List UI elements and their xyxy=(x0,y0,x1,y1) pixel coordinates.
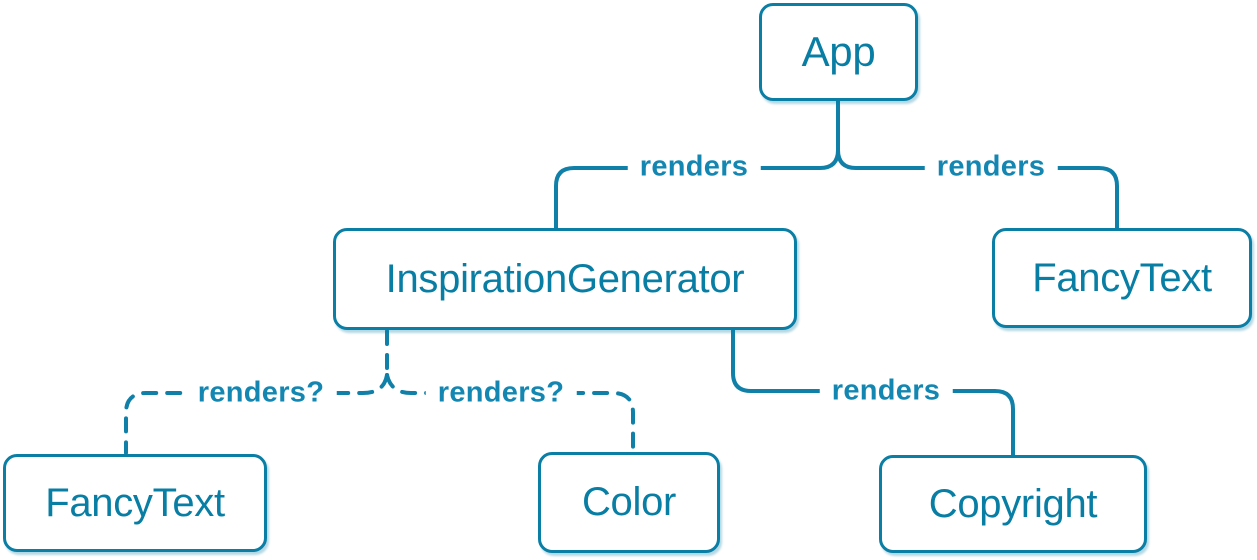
edge-label-app-inspirationgenerator: renders xyxy=(627,150,761,184)
node-fancytext-top: FancyText xyxy=(992,228,1252,328)
node-color-label: Color xyxy=(581,480,677,524)
node-copyright: Copyright xyxy=(879,455,1147,553)
node-copyright-label: Copyright xyxy=(928,481,1098,526)
edge-label-inspirationgenerator-color: renders? xyxy=(425,376,577,410)
node-app-label: App xyxy=(801,28,876,75)
edge-label-inspirationgenerator-copyright: renders xyxy=(819,374,953,408)
node-inspiration-generator: InspirationGenerator xyxy=(333,228,797,330)
node-app: App xyxy=(759,3,918,101)
edge-label-app-fancytext: renders xyxy=(924,150,1058,184)
node-color: Color xyxy=(538,452,720,553)
edge-label-inspirationgenerator-fancytext: renders? xyxy=(185,376,337,410)
node-fancytext-bottom-label: FancyText xyxy=(45,480,225,525)
node-inspiration-generator-label: InspirationGenerator xyxy=(385,256,745,301)
node-fancytext-top-label: FancyText xyxy=(1032,255,1212,300)
node-fancytext-bottom: FancyText xyxy=(3,454,267,552)
